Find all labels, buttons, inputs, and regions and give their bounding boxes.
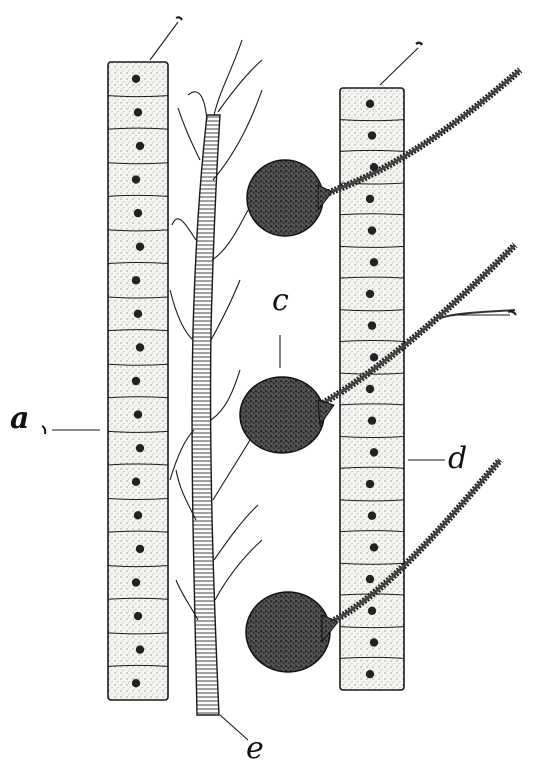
epithelial-column-right [339, 87, 405, 691]
right-cell-cell-boundary [339, 403, 405, 406]
right-cell-cell-boundary [339, 530, 405, 533]
left-cell-nucleus [135, 645, 145, 654]
left-cell-cell-boundary [107, 396, 169, 399]
left-cell-nucleus [131, 175, 141, 184]
right-cell-cell-boundary [339, 499, 405, 502]
right-cell-cell-boundary [339, 276, 405, 279]
right-cell-nucleus [365, 669, 375, 679]
left-cell-cell-boundary [107, 597, 169, 600]
left-cell-nucleus [133, 208, 143, 218]
left-cell-nucleus [133, 108, 143, 117]
left-cell-cell-boundary [107, 498, 169, 501]
leader-ticks [41, 16, 517, 435]
left-cell-cell-boundary [107, 296, 169, 299]
right-cell-cell-boundary [339, 119, 405, 122]
left-cell-cell-boundary [107, 363, 169, 366]
right-cell-cell-boundary [339, 245, 405, 248]
left-cell-nucleus [133, 410, 143, 419]
right-cell-cell-boundary [339, 656, 405, 659]
left-cell-nucleus [133, 309, 143, 319]
right-cell-nucleus [367, 321, 377, 330]
right-cell-nucleus [365, 479, 375, 489]
left-cell-nucleus [131, 578, 141, 587]
left-cell-cell-boundary [107, 95, 169, 98]
left-cell-cell-boundary [107, 329, 169, 332]
left-cell-cell-boundary [107, 463, 169, 466]
right-cell-nucleus [365, 384, 375, 394]
left-cell-cell-boundary [107, 194, 169, 197]
left-cell-nucleus [131, 477, 141, 486]
label-e: e [246, 731, 264, 763]
right-cell-nucleus [365, 574, 375, 584]
right-cell-nucleus [369, 353, 379, 362]
leader-lines [52, 21, 510, 741]
right-cell-cell-boundary [339, 466, 405, 469]
right-cell-nucleus [367, 606, 377, 615]
right-cell-nucleus [365, 194, 375, 204]
epithelial-column-left [107, 61, 169, 701]
right-cell-nucleus [369, 543, 379, 552]
nerve-fibre [169, 39, 263, 716]
right-cell-cell-boundary [339, 182, 405, 185]
right-cell-nucleus [367, 416, 377, 425]
left-cell-nucleus [131, 74, 141, 83]
left-cell-nucleus [131, 376, 141, 386]
label-d: d [448, 441, 467, 476]
left-cell-cell-boundary [107, 261, 169, 264]
left-cell-cell-boundary [107, 430, 169, 433]
left-cell-nucleus [135, 242, 145, 251]
right-cell-nucleus [369, 258, 379, 267]
ganglion-cell-2 [239, 242, 518, 454]
right-cell-cell-boundary [339, 339, 405, 342]
right-cell-nucleus [369, 638, 379, 647]
left-cell-cell-boundary [107, 162, 169, 165]
ganglion-cell-3 [245, 457, 503, 673]
right-cell-cell-boundary [339, 309, 405, 312]
ganglion-cell-1 [246, 67, 523, 237]
right-cell-nucleus [365, 99, 375, 109]
right-cell-nucleus [365, 289, 375, 299]
left-cell-nucleus [133, 611, 143, 621]
left-cell-nucleus [135, 443, 145, 453]
label-c: c [272, 283, 289, 318]
right-cell-nucleus [369, 448, 379, 457]
right-cell-nucleus [367, 511, 377, 520]
left-cell-cell-boundary [107, 530, 169, 533]
left-cell-nucleus [135, 544, 145, 554]
right-cell-cell-boundary [339, 562, 405, 565]
right-cell-cell-boundary [339, 149, 405, 152]
right-cell-cell-boundary [339, 213, 405, 216]
left-cell-cell-boundary [107, 565, 169, 568]
left-cell-cell-boundary [107, 632, 169, 635]
left-cell-nucleus [131, 276, 141, 285]
right-cell-cell-boundary [339, 436, 405, 439]
left-cell-cell-boundary [107, 229, 169, 232]
right-cell-cell-boundary [339, 626, 405, 629]
left-cell-nucleus [135, 343, 145, 352]
left-cell-nucleus [131, 679, 141, 688]
left-cell-cell-boundary [107, 664, 169, 667]
left-cell-cell-boundary [107, 127, 169, 130]
left-cell-nucleus [135, 141, 145, 151]
label-a: a [10, 401, 29, 436]
right-cell-nucleus [367, 131, 377, 140]
left-cell-nucleus [133, 511, 143, 520]
right-cell-nucleus [367, 226, 377, 235]
